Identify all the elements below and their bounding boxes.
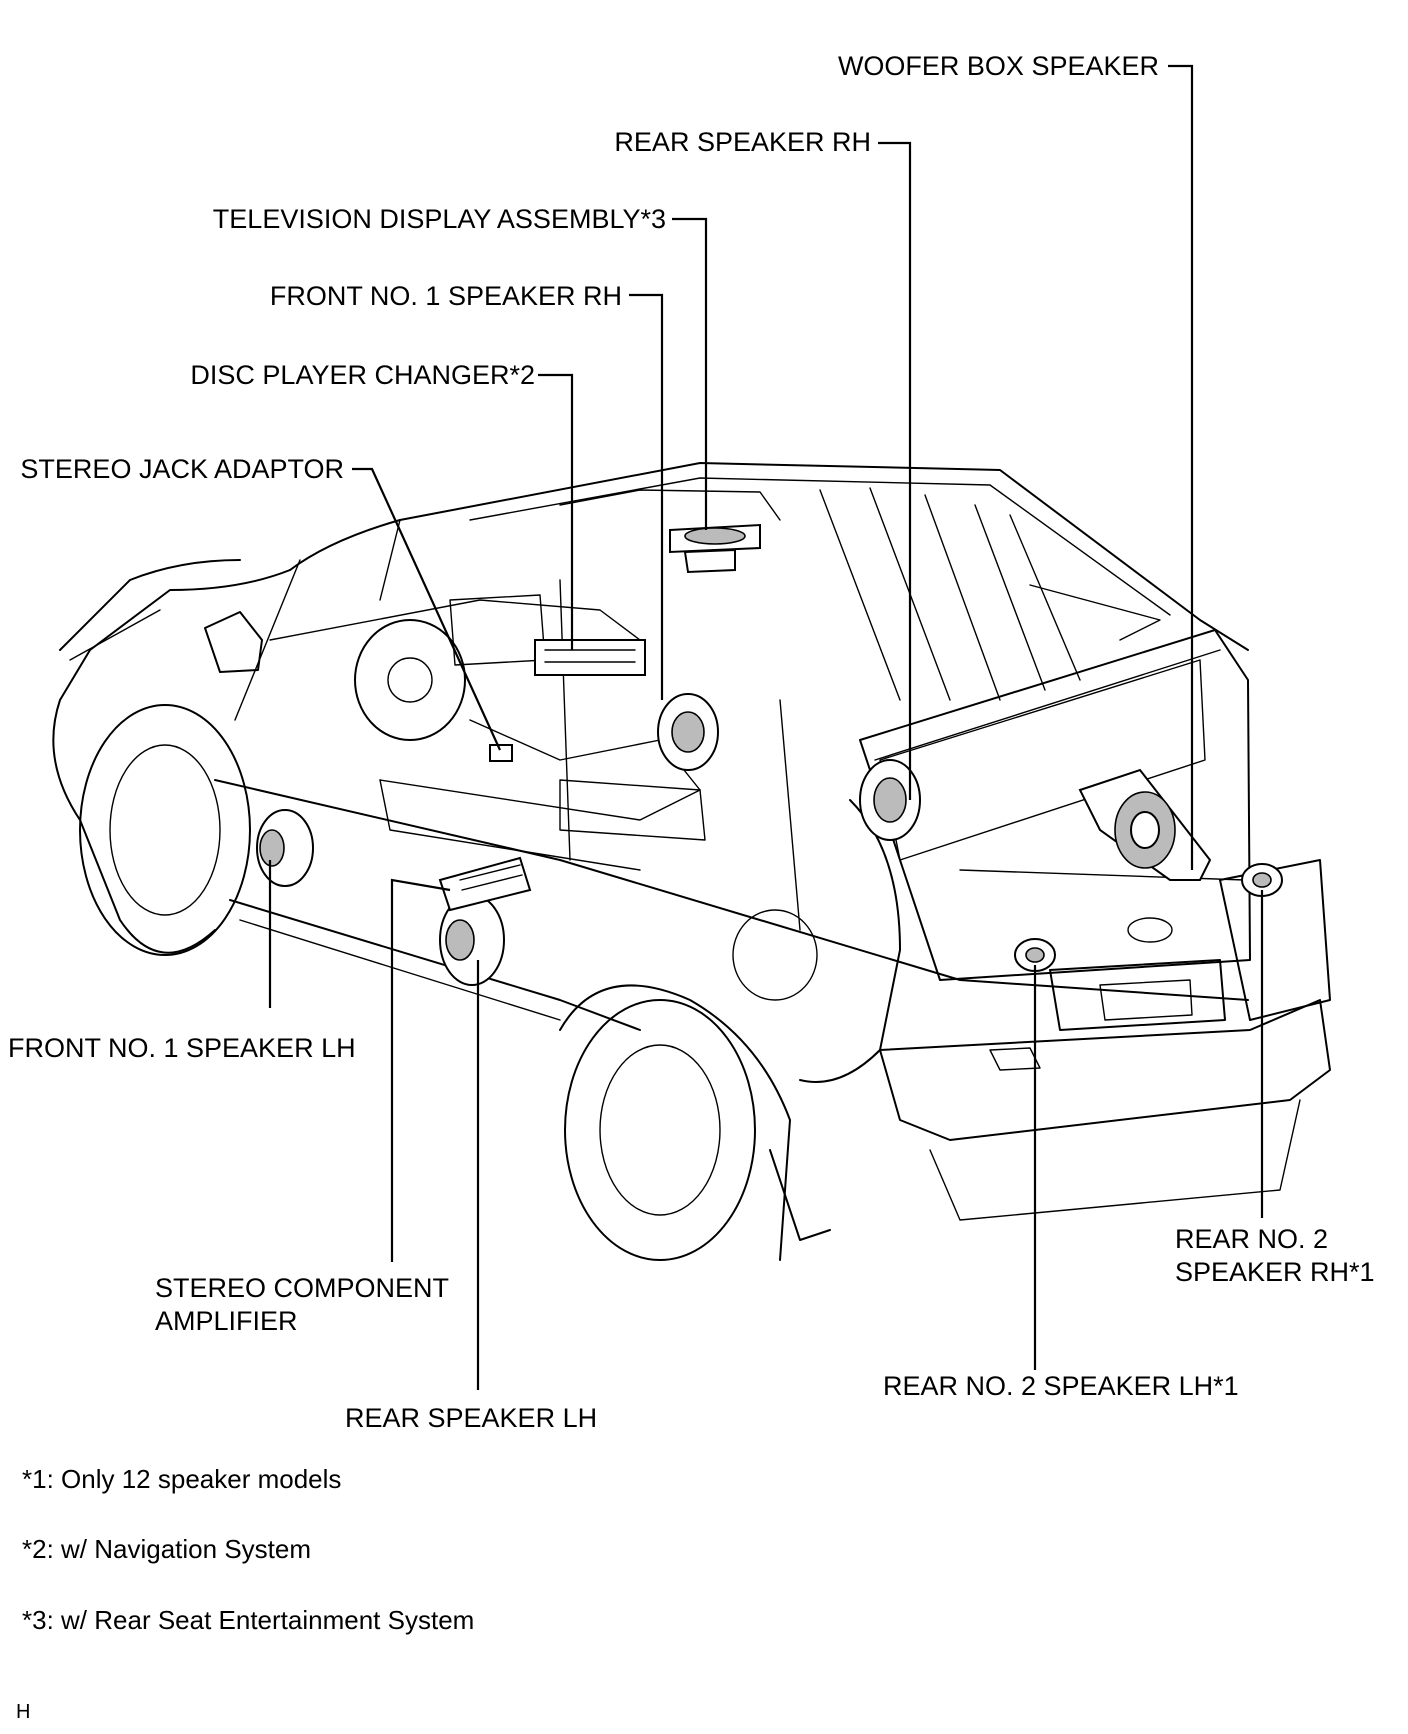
label-stereo-component-amplifier-line2: AMPLIFIER — [155, 1306, 298, 1336]
woofer-box-speaker-part — [1078, 768, 1212, 881]
leader-lines — [268, 64, 1264, 1390]
front-no1-speaker-lh-part — [256, 809, 314, 887]
label-rear-speaker-lh: REAR SPEAKER LH — [345, 1403, 597, 1433]
footnote-2: *2: w/ Navigation System — [22, 1534, 311, 1564]
vehicle-illustration — [52, 462, 1331, 1261]
label-stereo-component-amplifier-line1: STEREO COMPONENT — [155, 1273, 449, 1303]
label-woofer-box-speaker: WOOFER BOX SPEAKER — [838, 51, 1159, 81]
label-television-display-assembly: TELEVISION DISPLAY ASSEMBLY*3 — [213, 204, 666, 234]
label-stereo-jack-adaptor: STEREO JACK ADAPTOR — [20, 454, 344, 484]
label-rear-no2-speaker-rh-line2: SPEAKER RH*1 — [1175, 1257, 1375, 1287]
television-display-part — [669, 523, 761, 574]
corner-mark: H — [16, 1701, 30, 1723]
label-front-no1-speaker-lh: FRONT NO. 1 SPEAKER LH — [8, 1033, 356, 1063]
label-front-no1-speaker-rh: FRONT NO. 1 SPEAKER RH — [270, 281, 622, 311]
footnote-1: *1: Only 12 speaker models — [22, 1464, 341, 1494]
stereo-component-amplifier-part — [438, 856, 532, 912]
label-rear-no2-speaker-rh-line1: REAR NO. 2 — [1175, 1224, 1328, 1254]
label-rear-no2-speaker-lh: REAR NO. 2 SPEAKER LH*1 — [883, 1371, 1239, 1401]
rear-no2-speaker-lh-part — [1014, 938, 1056, 972]
stereo-jack-adaptor-part — [489, 744, 513, 762]
rear-no2-speaker-rh-part — [1241, 863, 1283, 897]
rear-speaker-rh-part — [859, 759, 921, 841]
label-disc-player-changer: DISC PLAYER CHANGER*2 — [190, 360, 535, 390]
footnote-3: *3: w/ Rear Seat Entertainment System — [22, 1605, 474, 1635]
front-no1-speaker-rh-part — [657, 693, 719, 771]
label-rear-speaker-rh: REAR SPEAKER RH — [614, 127, 871, 157]
